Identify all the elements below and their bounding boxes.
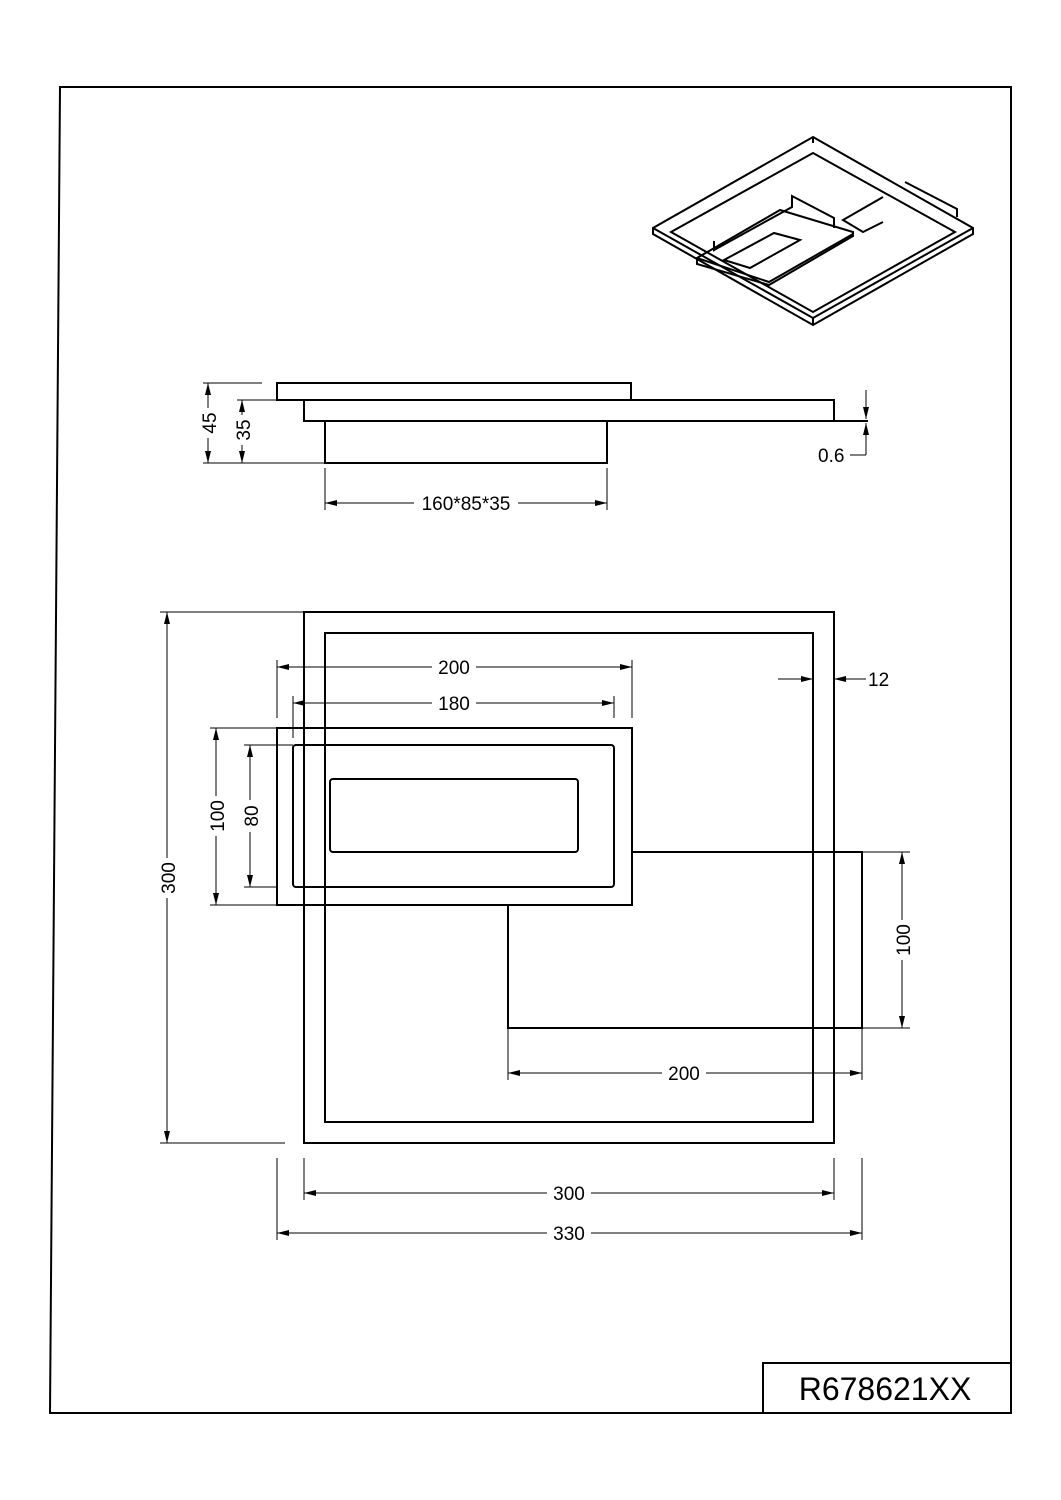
dim-driver-box: 160*85*35 (422, 494, 511, 515)
dim-thickness: 0.6 (818, 446, 844, 467)
dim-height-total: 45 (200, 412, 221, 433)
part-number: R678621XX (799, 1371, 972, 1407)
sheet-border (48, 86, 1012, 1414)
dim-panel-width-outer: 200 (438, 658, 470, 679)
dim-frame-width-total: 300 (553, 1184, 585, 1205)
plan-view: 300 200 180 12 100 80 100 (157, 611, 915, 1245)
dim-panel-width-inner: 180 (438, 694, 470, 715)
side-view: 45 35 160*85*35 0.6 (198, 382, 869, 515)
title-block: R678621XX (762, 1362, 1012, 1414)
dim-plan-height: 300 (159, 862, 180, 894)
dim-panel-height-outer: 100 (208, 800, 229, 832)
dim-height-body: 35 (234, 419, 255, 440)
isometric-view (652, 135, 974, 327)
dim-box-height: 100 (894, 924, 915, 956)
dim-box-width: 200 (668, 1064, 700, 1085)
dim-frame-width: 12 (868, 670, 889, 691)
dim-overall-width: 330 (553, 1224, 585, 1245)
dim-panel-height-inner: 80 (242, 805, 263, 826)
